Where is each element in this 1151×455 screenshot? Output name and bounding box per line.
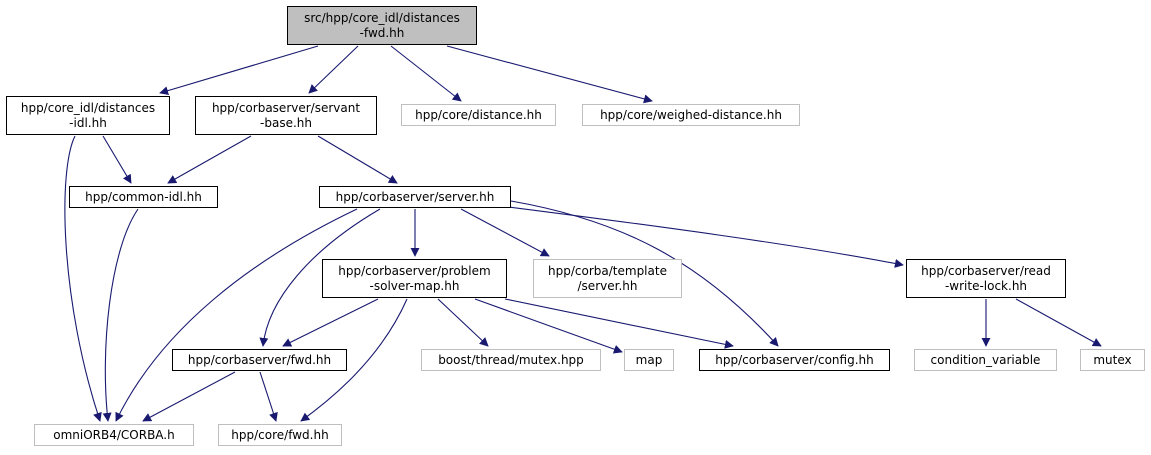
node-distances-idl[interactable]: hpp/core_idl/distances -idl.hh: [6, 96, 170, 135]
edge-problem-to-map: [474, 298, 623, 354]
node-weighed-distance-label: hpp/core/weighed-distance.hh: [600, 107, 782, 122]
edge-root-to-core_dist: [390, 45, 462, 102]
edge-rwlock-to-mutex: [1015, 298, 1102, 347]
edge-problem-to-fwd: [282, 298, 379, 347]
node-weighed-distance[interactable]: hpp/core/weighed-distance.hh: [582, 104, 800, 126]
node-problem-solver-map[interactable]: hpp/corbaserver/problem -solver-map.hh: [322, 259, 507, 298]
node-core-fwd[interactable]: hpp/core/fwd.hh: [218, 424, 342, 446]
edge-fwd-to-omni: [142, 371, 236, 422]
node-omniorb-corba[interactable]: omniORB4/CORBA.h: [34, 424, 194, 446]
node-distances-idl-line1: hpp/core_idl/distances: [20, 100, 156, 115]
node-core-distance-label: hpp/core/distance.hh: [415, 107, 542, 122]
edge-problem-to-core_fwd: [300, 298, 408, 422]
node-server-label: hpp/corbaserver/server.hh: [335, 189, 495, 204]
edge-common_idl-to-omni: [102, 208, 139, 422]
node-map[interactable]: map: [624, 349, 674, 371]
node-root-line2: -fwd.hh: [359, 25, 405, 40]
node-problem-solver-map-line1: hpp/corbaserver/problem: [338, 263, 491, 278]
edge-servant-to-server: [317, 135, 398, 184]
node-corbaserver-fwd[interactable]: hpp/corbaserver/fwd.hh: [172, 349, 347, 371]
node-condition-variable[interactable]: condition_variable: [914, 349, 1057, 371]
edge-root-to-dist_idl: [159, 45, 319, 96]
node-servant-base-line1: hpp/corbaserver/servant: [211, 100, 361, 115]
node-template-server-line2: /server.hh: [577, 278, 638, 293]
node-config[interactable]: hpp/corbaserver/config.hh: [699, 349, 890, 371]
node-template-server[interactable]: hpp/corba/template /server.hh: [533, 259, 682, 298]
node-root[interactable]: src/hpp/core_idl/distances -fwd.hh: [287, 6, 477, 45]
edge-problem-to-mutex_hpp: [437, 298, 489, 347]
node-config-label: hpp/corbaserver/config.hh: [715, 352, 874, 367]
edge-dist_idl-to-common_idl: [102, 135, 132, 184]
node-problem-solver-map-line2: -solver-map.hh: [369, 278, 460, 293]
edge-server-to-rwlock: [500, 205, 904, 268]
edge-server-to-template: [460, 208, 550, 257]
node-server[interactable]: hpp/corbaserver/server.hh: [319, 186, 511, 208]
node-read-write-lock-line2: -write-lock.hh: [944, 278, 1028, 293]
edge-dist_idl-to-omni: [64, 135, 102, 422]
edge-server-to-config: [510, 200, 779, 347]
node-read-write-lock-line1: hpp/corbaserver/read: [921, 263, 1051, 278]
node-read-write-lock[interactable]: hpp/corbaserver/read -write-lock.hh: [906, 259, 1066, 298]
node-map-label: map: [635, 352, 663, 367]
edge-fwd-to-core_fwd: [259, 371, 278, 422]
edge-server-to-fwd: [259, 208, 381, 347]
node-core-distance[interactable]: hpp/core/distance.hh: [401, 104, 556, 126]
node-common-idl-label: hpp/common-idl.hh: [85, 189, 202, 204]
edge-root-to-servant: [308, 45, 359, 94]
node-template-server-line1: hpp/corba/template: [548, 263, 667, 278]
node-corbaserver-fwd-label: hpp/corbaserver/fwd.hh: [187, 352, 332, 367]
node-servant-base-line2: -base.hh: [260, 115, 312, 130]
node-omniorb-corba-label: omniORB4/CORBA.h: [53, 427, 175, 442]
node-mutex-label: mutex: [1093, 352, 1132, 367]
node-condition-variable-label: condition_variable: [930, 352, 1041, 367]
node-servant-base[interactable]: hpp/corbaserver/servant -base.hh: [195, 96, 377, 135]
edge-root-to-weighed: [446, 45, 653, 104]
node-core-fwd-label: hpp/core/fwd.hh: [231, 427, 329, 442]
node-root-line1: src/hpp/core_idl/distances: [304, 10, 460, 25]
node-boost-mutex-label: boost/thread/mutex.hpp: [438, 352, 584, 367]
node-common-idl[interactable]: hpp/common-idl.hh: [69, 186, 218, 208]
node-distances-idl-line2: -idl.hh: [69, 115, 107, 130]
edge-server-to-omni: [115, 208, 358, 422]
node-boost-mutex[interactable]: boost/thread/mutex.hpp: [421, 349, 601, 371]
edge-servant-to-common_idl: [167, 135, 252, 184]
node-mutex[interactable]: mutex: [1080, 349, 1145, 371]
edge-problem-to-config: [504, 298, 734, 349]
